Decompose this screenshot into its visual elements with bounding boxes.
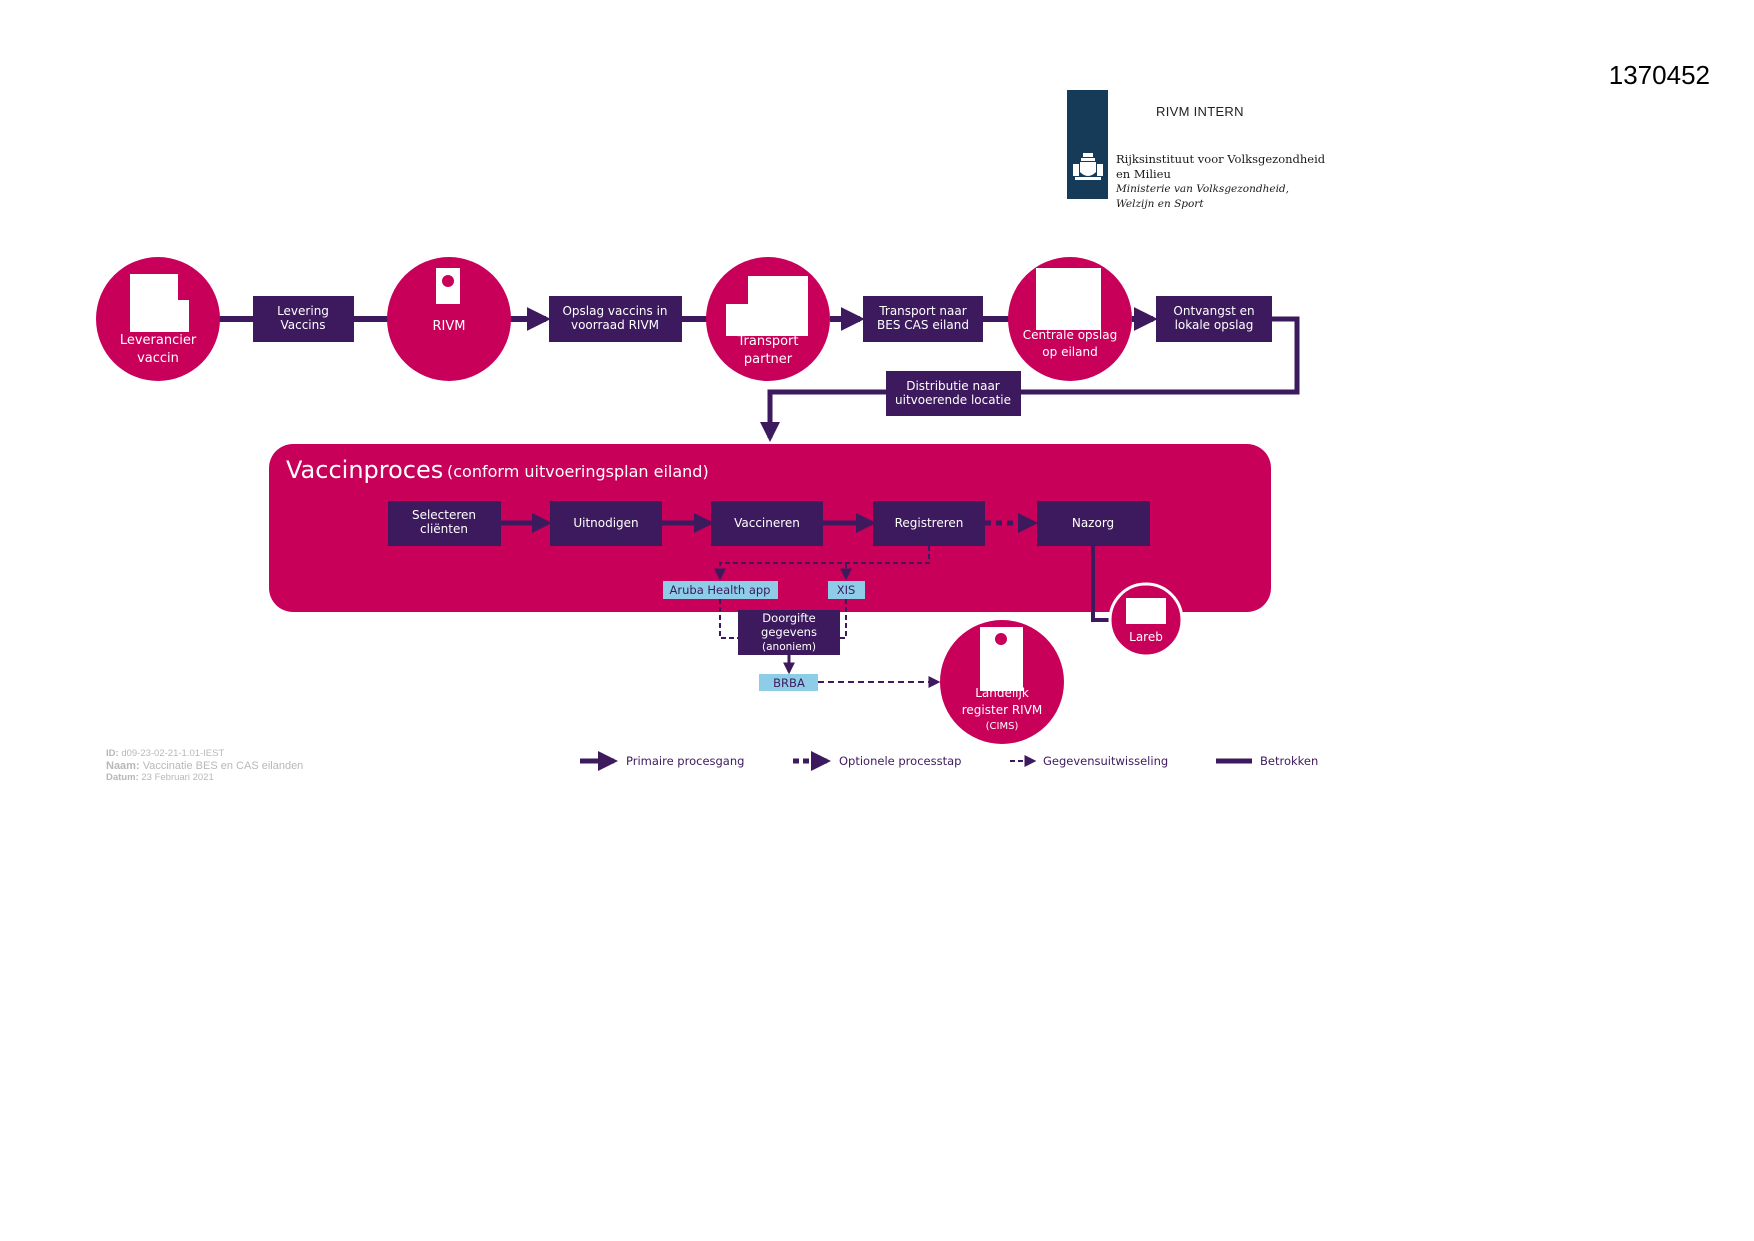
box-distributie [886,371,1021,416]
system-xis-label: XIS [837,583,856,597]
box-levering [253,296,354,342]
system-brba [759,674,818,691]
transport-partner-logo-icon [726,276,808,336]
rijksoverheid-logo-bar [1067,90,1108,199]
box-doorgifte-label-3: (anoniem) [762,641,816,653]
centrale-opslag-logo-icon [1036,268,1101,330]
step-registreren [873,501,985,546]
node-rivm-circle [387,257,511,381]
box-ontvangst [1156,296,1272,342]
node-landelijk-register-label-3: (CIMS) [986,721,1019,732]
node-landelijk-register-label-1: Landelijk [975,686,1029,700]
node-landelijk-register-label-2: register RIVM [962,703,1043,717]
step-vaccineren-label: Vaccineren [734,516,800,530]
box-distributie-label-2: uitvoerende locatie [895,393,1011,407]
step-uitnodigen-label: Uitnodigen [573,516,638,530]
vaccinproces-subtitle: (conform uitvoeringsplan eiland) [447,462,709,481]
box-opslag-label-2: voorraad RIVM [571,318,659,332]
ministry-line-2: Welzijn en Sport [1116,198,1204,210]
document-metadata: ID: d09-23-02-21-1.01-IEST Naam: Vaccina… [106,748,303,784]
classification-label: RIVM INTERN [1156,104,1244,119]
node-leverancier-label-1: Leverancier [120,333,197,348]
box-opslag [549,296,682,342]
box-distributie-label-1: Distributie naar [906,379,1000,393]
data-exchange-xis-doorgifte [840,599,847,639]
box-doorgifte-label-2: gegevens [761,625,817,639]
meta-name: Naam: Vaccinatie BES en CAS eilanden [106,760,304,772]
step-nazorg [1037,501,1150,546]
step-nazorg-label: Nazorg [1072,516,1114,530]
box-transport-naar-label-2: BES CAS eiland [877,318,969,332]
node-leverancier-label-2: vaccin [137,351,179,366]
legend-involved-label: Betrokken [1260,754,1318,768]
box-opslag-label-1: Opslag vaccins in [562,304,667,318]
meta-date: Datum: 23 Februari 2021 [106,772,214,783]
document-number: 1370452 [1608,60,1710,90]
crown-coat-of-arms-icon [1073,153,1103,180]
box-levering-label-2: Vaccins [280,318,325,332]
node-transport-partner-label-2: partner [744,352,793,367]
org-name-line-2: en Milieu [1116,167,1171,181]
box-transport-naar-label-1: Transport naar [878,304,966,318]
system-xis [828,581,865,599]
vaccinproces-title: Vaccinproces [286,456,443,484]
legend-data-exchange-label: Gegevensuitwisseling [1043,754,1168,768]
box-levering-label-1: Levering [277,304,329,318]
box-transport-naar [863,296,983,342]
organisation-name: Rijksinstituut voor Volksgezondheid en M… [1116,152,1325,212]
connector-ontvangst-distributie [760,316,1300,442]
legend-optional-label: Optionele processtap [839,754,961,768]
box-ontvangst-label-2: lokale opslag [1175,318,1254,332]
box-ontvangst-label-1: Ontvangst en [1173,304,1254,318]
document-icon [130,274,189,332]
box-doorgifte [738,610,840,655]
meta-id: ID: d09-23-02-21-1.01-IEST [106,748,225,759]
lareb-logo-icon [1126,598,1166,624]
data-exchange-app-doorgifte [719,599,738,639]
node-lareb-label: Lareb [1129,630,1163,644]
rivm-logo-emblem [442,275,454,287]
system-aruba-health-app [663,581,778,599]
org-name-line-1: Rijksinstituut voor Volksgezondheid [1116,152,1326,166]
system-aruba-health-app-label: Aruba Health app [670,583,771,597]
legend-primary-label: Primaire procesgang [626,754,744,768]
step-registreren-label: Registreren [895,516,964,530]
step-selecteren-label-1: Selecteren [412,508,476,522]
node-rivm-label: RIVM [433,319,466,334]
data-exchange-registreren-split [714,546,930,581]
ministry-line-1: Ministerie van Volksgezondheid, [1116,183,1289,195]
node-transport-partner-label-1: Transport [736,334,798,349]
register-rivm-logo-emblem [995,633,1007,645]
step-selecteren-label-2: cliënten [420,522,468,536]
system-brba-label: BRBA [773,676,805,690]
node-centrale-opslag-label-1: Centrale opslag [1023,328,1117,342]
node-centrale-opslag-label-2: op eiland [1042,345,1097,359]
box-doorgifte-label-1: Doorgifte [762,611,815,625]
step-vaccineren [711,501,823,546]
step-selecteren [388,501,501,546]
step-uitnodigen [550,501,662,546]
